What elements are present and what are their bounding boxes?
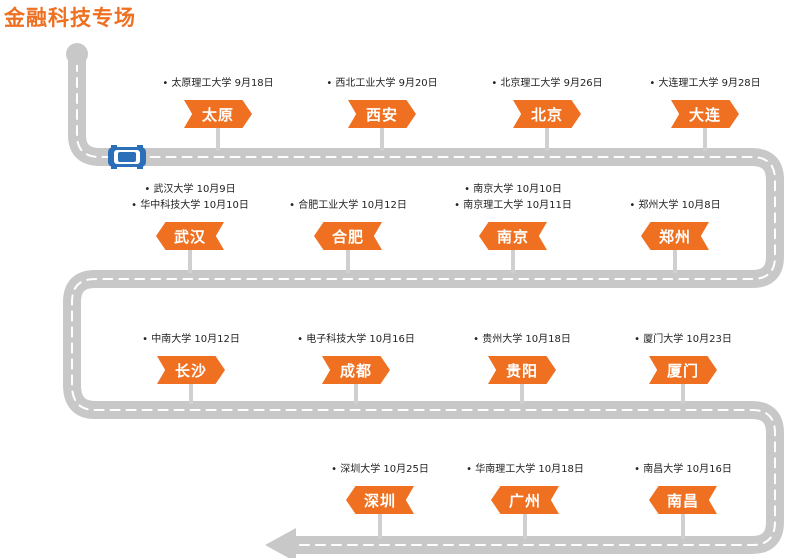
road-start-cap — [66, 43, 88, 65]
city-sign: 太原 — [184, 100, 252, 128]
stop-0-2: • 北京理工大学 9月26日北京 — [467, 70, 627, 157]
stop-schools: • 电子科技大学 10月16日 — [276, 332, 436, 348]
city-sign: 大连 — [671, 100, 739, 128]
stop-schools: • 南昌大学 10月16日 — [603, 462, 763, 478]
sign-pole — [523, 512, 527, 539]
city-sign: 广州 — [491, 486, 559, 514]
school-line: • 武汉大学 10月9日 — [144, 184, 236, 195]
city-sign: 郑州 — [641, 222, 709, 250]
sign-pole — [545, 126, 549, 151]
stop-schools: • 郑州大学 10月8日 — [595, 198, 755, 214]
stop-3-0: • 深圳大学 10月25日深圳 — [300, 458, 460, 545]
city-sign: 深圳 — [346, 486, 414, 514]
school-line: • 南昌大学 10月16日 — [634, 464, 732, 475]
stop-schools: • 厦门大学 10月23日 — [603, 332, 763, 348]
stop-1-0: • 武汉大学 10月9日 • 华中科技大学 10月10日武汉 — [110, 180, 270, 279]
road-end-arrow — [265, 528, 296, 558]
road-dashes — [71, 61, 776, 546]
school-line: • 南京理工大学 10月11日 — [454, 200, 572, 211]
stop-schools: • 深圳大学 10月25日 — [300, 462, 460, 478]
sign-pole — [216, 126, 220, 151]
sign-pole — [378, 512, 382, 539]
sign-pole — [673, 248, 677, 273]
stop-schools: • 北京理工大学 9月26日 — [467, 76, 627, 92]
stop-3-1: • 华南理工大学 10月18日广州 — [445, 458, 605, 545]
school-line: • 大连理工大学 9月28日 — [649, 78, 761, 89]
stop-3-2: • 南昌大学 10月16日南昌 — [603, 458, 763, 545]
school-line: • 合肥工业大学 10月12日 — [289, 200, 407, 211]
stop-schools: • 合肥工业大学 10月12日 — [268, 198, 428, 214]
sign-pole — [188, 248, 192, 273]
sign-pole — [681, 512, 685, 539]
stop-2-2: • 贵州大学 10月18日贵阳 — [442, 328, 602, 410]
stop-schools: • 华南理工大学 10月18日 — [445, 462, 605, 478]
stop-0-0: • 太原理工大学 9月18日太原 — [138, 70, 298, 157]
city-sign: 贵阳 — [488, 356, 556, 384]
stop-1-3: • 郑州大学 10月8日郑州 — [595, 180, 755, 279]
sign-pole — [346, 248, 350, 273]
car-icon — [108, 145, 146, 169]
school-line: • 厦门大学 10月23日 — [634, 334, 732, 345]
school-line: • 北京理工大学 9月26日 — [491, 78, 603, 89]
stop-2-3: • 厦门大学 10月23日厦门 — [603, 328, 763, 410]
page-title: 金融科技专场 — [4, 6, 136, 30]
stop-2-0: • 中南大学 10月12日长沙 — [111, 328, 271, 410]
city-sign: 北京 — [513, 100, 581, 128]
city-sign: 南京 — [479, 222, 547, 250]
school-line: • 华中科技大学 10月10日 — [131, 200, 249, 211]
stop-schools: • 西北工业大学 9月20日 — [302, 76, 462, 92]
city-sign: 南昌 — [649, 486, 717, 514]
sign-pole — [354, 382, 358, 404]
school-line: • 华南理工大学 10月18日 — [466, 464, 584, 475]
stop-schools: • 贵州大学 10月18日 — [442, 332, 602, 348]
stop-1-2: • 南京大学 10月10日 • 南京理工大学 10月11日南京 — [433, 180, 593, 279]
stop-0-3: • 大连理工大学 9月28日大连 — [625, 70, 785, 157]
sign-pole — [189, 382, 193, 404]
stop-0-1: • 西北工业大学 9月20日西安 — [302, 70, 462, 157]
city-sign: 西安 — [348, 100, 416, 128]
school-line: • 西北工业大学 9月20日 — [326, 78, 438, 89]
city-sign: 成都 — [322, 356, 390, 384]
school-line: • 深圳大学 10月25日 — [331, 464, 429, 475]
sign-pole — [681, 382, 685, 404]
city-sign: 长沙 — [157, 356, 225, 384]
sign-pole — [520, 382, 524, 404]
stop-schools: • 武汉大学 10月9日 • 华中科技大学 10月10日 — [110, 182, 270, 214]
city-sign: 武汉 — [156, 222, 224, 250]
stop-schools: • 南京大学 10月10日 • 南京理工大学 10月11日 — [433, 182, 593, 214]
school-line: • 郑州大学 10月8日 — [629, 200, 721, 211]
school-line: • 中南大学 10月12日 — [142, 334, 240, 345]
sign-pole — [511, 248, 515, 273]
school-line: • 太原理工大学 9月18日 — [162, 78, 274, 89]
city-sign: 厦门 — [649, 356, 717, 384]
sign-pole — [380, 126, 384, 151]
stop-schools: • 太原理工大学 9月18日 — [138, 76, 298, 92]
school-line: • 南京大学 10月10日 — [464, 184, 562, 195]
sign-pole — [703, 126, 707, 151]
school-line: • 贵州大学 10月18日 — [473, 334, 571, 345]
stop-1-1: • 合肥工业大学 10月12日合肥 — [268, 180, 428, 279]
city-sign: 合肥 — [314, 222, 382, 250]
stop-schools: • 中南大学 10月12日 — [111, 332, 271, 348]
stop-2-1: • 电子科技大学 10月16日成都 — [276, 328, 436, 410]
school-line: • 电子科技大学 10月16日 — [297, 334, 415, 345]
stop-schools: • 大连理工大学 9月28日 — [625, 76, 785, 92]
